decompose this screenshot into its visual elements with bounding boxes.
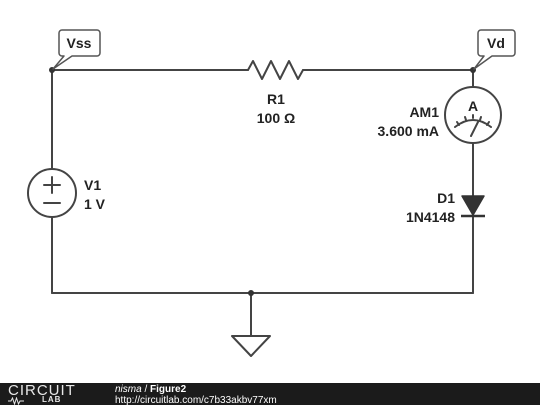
v1-value: 1 V: [84, 196, 106, 212]
r1-name: R1: [267, 91, 285, 107]
net-label-vd: Vd: [487, 35, 505, 51]
net-label-vss: Vss: [67, 35, 92, 51]
circuit-schematic: Vss Vd R1 100 Ω AM1 3.600 mA A V1 1 V D1…: [27, 29, 516, 357]
path-separator: /: [141, 384, 151, 395]
v1-name: V1: [84, 177, 101, 193]
author-name: nisma: [115, 384, 142, 395]
diode-d1-body: [461, 195, 485, 216]
ammeter-letter: A: [468, 98, 478, 114]
net-tag-vss: [52, 29, 101, 70]
footer-bar: CIRCUIT LAB nisma / Figure2 http://circu…: [0, 382, 540, 406]
resistor-r1: [247, 60, 304, 80]
circuitlab-logo: CIRCUIT: [8, 382, 76, 399]
logo-lab-text: LAB: [42, 395, 62, 404]
r1-value: 100 Ω: [257, 110, 295, 126]
ammeter-needle: [470, 121, 479, 137]
net-tag-vd: [473, 29, 516, 70]
plus-sign: [43, 176, 61, 194]
figure-title: Figure2: [150, 384, 187, 395]
ammeter-ticks: [456, 114, 490, 126]
am1-value: 3.600 mA: [378, 123, 439, 139]
junction-dot: [248, 290, 254, 296]
figure-url[interactable]: http://circuitlab.com/c7b33akbv77xm: [115, 395, 277, 406]
ground-symbol: [231, 335, 271, 357]
resistor-logo-icon: [8, 397, 24, 405]
am1-name: AM1: [409, 104, 439, 120]
d1-name: D1: [437, 190, 455, 206]
logo-sub: LAB: [8, 395, 62, 405]
figure-info: nisma / Figure2 http://circuitlab.com/c7…: [115, 384, 277, 406]
logo-text: CIRCUIT: [8, 382, 76, 399]
ammeter-scale: [454, 119, 492, 128]
d1-part: 1N4148: [406, 209, 455, 225]
